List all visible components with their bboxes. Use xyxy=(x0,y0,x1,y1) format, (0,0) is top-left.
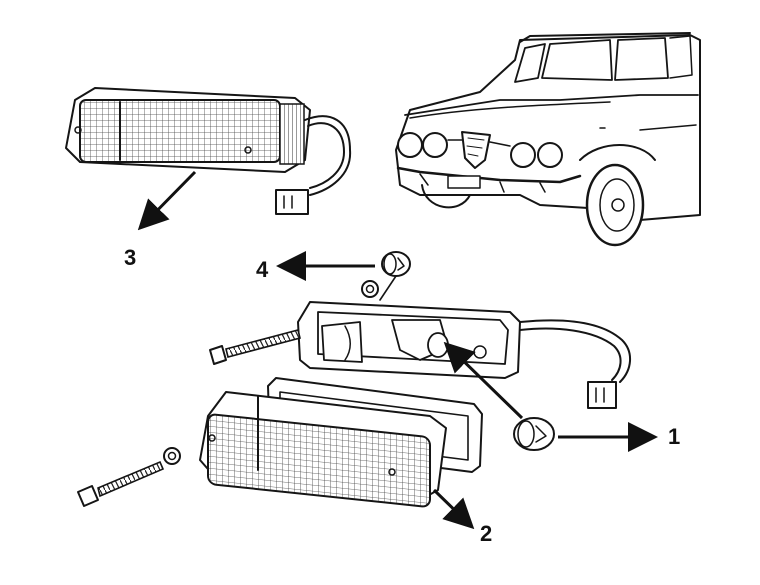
bulb-1-leader xyxy=(443,341,524,420)
arrow-to-callout-2 xyxy=(432,488,475,530)
callout-3: 3 xyxy=(124,245,136,270)
callout-1: 1 xyxy=(668,424,680,449)
lens-screw xyxy=(77,447,181,507)
indicator-assembly-part-3 xyxy=(65,87,352,215)
bulb-part-1 xyxy=(513,417,555,451)
small-bulb-part-4 xyxy=(381,251,411,277)
car-front-view xyxy=(395,32,701,247)
callout-2: 2 xyxy=(480,521,492,546)
mounting-bolt xyxy=(209,329,301,365)
nut xyxy=(361,280,379,298)
lens-part-2 xyxy=(199,391,447,508)
arrow-to-callout-3 xyxy=(137,170,197,231)
callout-4: 4 xyxy=(256,257,269,282)
leader-arrows xyxy=(137,170,658,530)
